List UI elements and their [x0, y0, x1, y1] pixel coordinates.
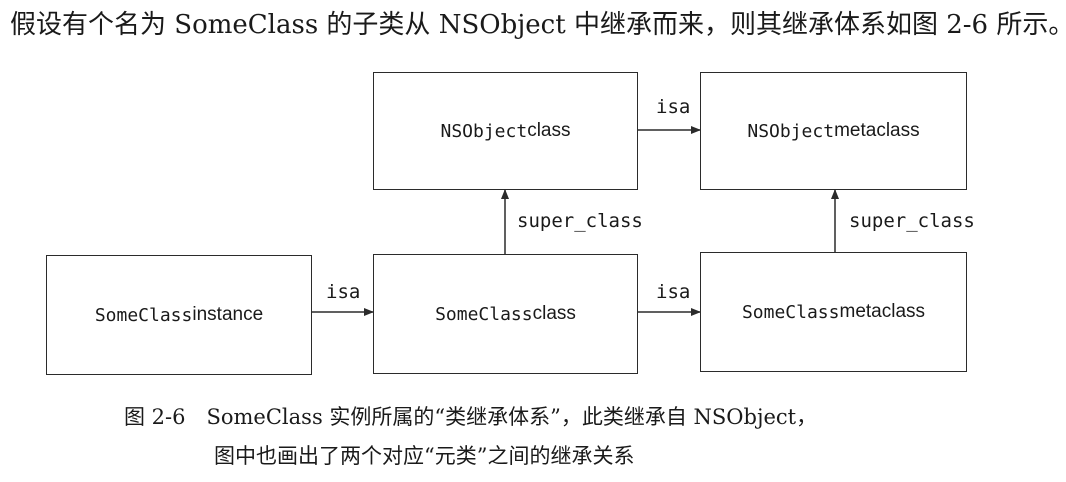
- someclass-class-box: SomeClass class: [373, 254, 638, 374]
- nsobject-class-suffix: class: [527, 120, 571, 141]
- someclass-metaclass-suffix: metaclass: [839, 301, 926, 322]
- figure-caption-line-2: 图中也画出了两个对应“元类”之间的继承关系: [214, 444, 635, 468]
- someclass-instance-suffix: instance: [192, 304, 264, 325]
- figure-caption-line-1: 图 2-6 SomeClass 实例所属的“类继承体系”，此类继承自 NSObj…: [124, 405, 818, 429]
- nsobject-class-name: NSObject: [440, 120, 528, 142]
- super-class-label-right: super_class: [849, 210, 975, 232]
- nsobject-class-box: NSObject class: [373, 72, 638, 190]
- someclass-class-name: SomeClass: [435, 303, 533, 325]
- nsobject-metaclass-suffix: metaclass: [834, 120, 920, 141]
- someclass-class-suffix: class: [532, 303, 576, 324]
- isa-label-instance: isa: [326, 281, 361, 303]
- intro-paragraph: 假设有个名为 SomeClass 的子类从 NSObject 中继承而来，则其继…: [10, 10, 1066, 40]
- someclass-metaclass-name: SomeClass: [741, 301, 840, 323]
- nsobject-metaclass-box: NSObject metaclass: [700, 72, 967, 190]
- someclass-metaclass-box: SomeClass metaclass: [700, 252, 967, 372]
- someclass-instance-name: SomeClass: [94, 304, 193, 326]
- isa-label-bottom: isa: [656, 281, 691, 303]
- nsobject-metaclass-name: NSObject: [747, 120, 835, 142]
- someclass-instance-box: SomeClass instance: [46, 255, 312, 375]
- super-class-label-left: super_class: [517, 210, 643, 232]
- isa-label-top: isa: [656, 96, 691, 118]
